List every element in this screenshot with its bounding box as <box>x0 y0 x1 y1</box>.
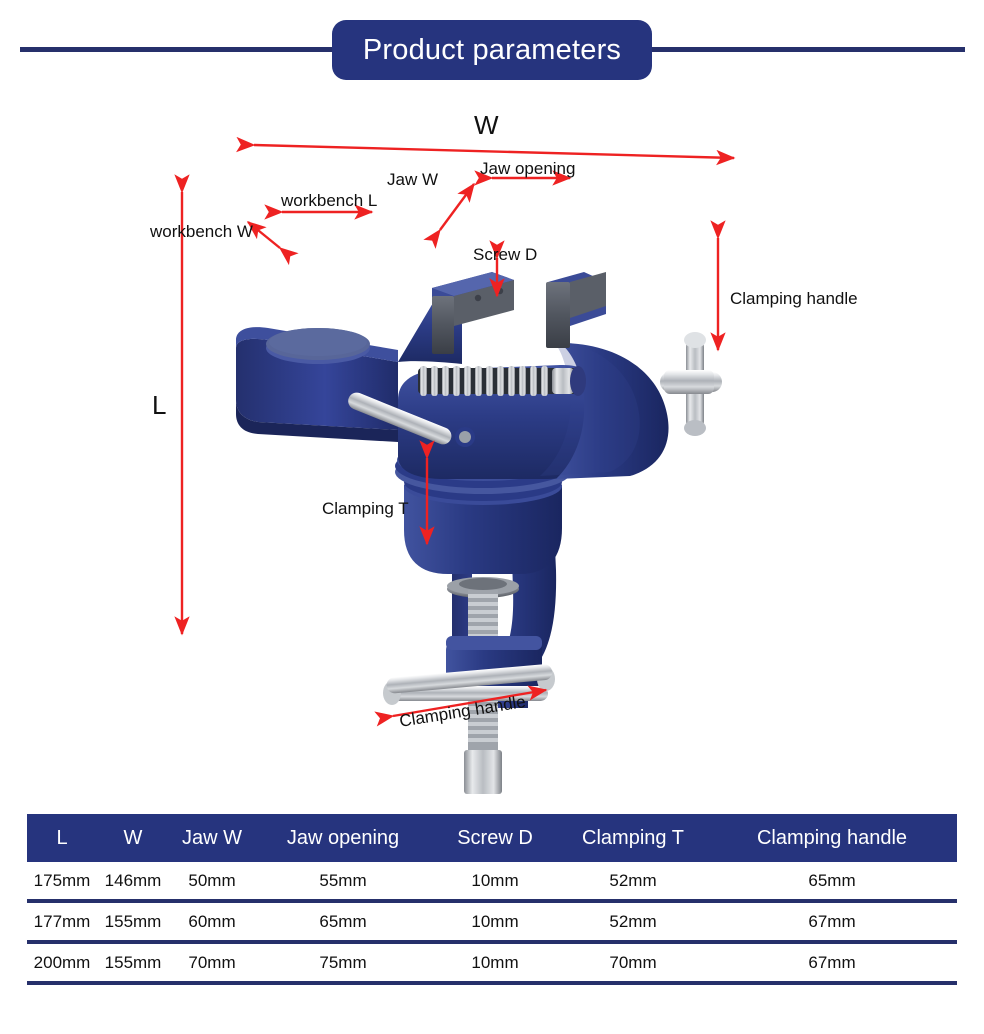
cell-screw-d: 10mm <box>431 862 559 903</box>
column-header-w: W <box>97 814 169 862</box>
cell-clamping-t: 70mm <box>559 942 707 985</box>
lead-screw <box>418 366 586 396</box>
arrow-workbench-w <box>246 221 299 266</box>
label-clamping-handle-right: Clamping handle <box>730 289 858 308</box>
cell-jaw-w: 70mm <box>169 942 255 985</box>
dimension-arrows <box>174 136 736 727</box>
label-jaw-w: Jaw W <box>387 170 438 189</box>
swivel-lock-lever <box>348 392 475 447</box>
table-row: 175mm 146mm 50mm 55mm 10mm 52mm 65mm <box>27 862 957 903</box>
column-header-jaw-opening: Jaw opening <box>255 814 431 862</box>
arrow-clamping-handle-bottom <box>374 685 548 727</box>
cell-w: 155mm <box>97 942 169 985</box>
cell-clamping-t: 52mm <box>559 862 707 903</box>
label-jaw-opening: Jaw opening <box>480 159 576 178</box>
cell-l: 177mm <box>27 901 97 944</box>
arrow-jaw-w <box>423 182 475 249</box>
table-header-row: L W Jaw W Jaw opening Screw D Clamping T… <box>27 814 957 862</box>
movable-jaw <box>432 272 514 354</box>
right-clamping-handle <box>660 332 722 436</box>
label-w: W <box>474 110 499 140</box>
page-title: Product parameters <box>362 33 622 66</box>
column-header-clamping-handle: Clamping handle <box>707 814 957 862</box>
specifications-table: L W Jaw W Jaw opening Screw D Clamping T… <box>27 814 957 985</box>
cell-clamping-t: 52mm <box>559 901 707 944</box>
vise-illustration <box>174 136 736 794</box>
label-screw-d: Screw D <box>473 245 538 264</box>
table-row: 177mm 155mm 60mm 65mm 10mm 52mm 67mm <box>27 901 957 944</box>
column-header-clamping-t: Clamping T <box>559 814 707 862</box>
cell-jaw-opening: 65mm <box>255 901 431 944</box>
cell-jaw-w: 50mm <box>169 862 255 903</box>
column-header-l: L <box>27 814 97 862</box>
table-row: 200mm 155mm 70mm 75mm 10mm 70mm 67mm <box>27 942 957 985</box>
cell-jaw-opening: 55mm <box>255 862 431 903</box>
column-header-jaw-w: Jaw W <box>169 814 255 862</box>
cell-l: 200mm <box>27 942 97 985</box>
cell-l: 175mm <box>27 862 97 903</box>
cell-clamping-handle: 65mm <box>707 862 957 903</box>
cell-jaw-w: 60mm <box>169 901 255 944</box>
page-header: Product parameters <box>0 0 984 100</box>
cell-screw-d: 10mm <box>431 942 559 985</box>
label-workbench-w: workbench W <box>150 222 253 241</box>
cell-w: 155mm <box>97 901 169 944</box>
column-header-screw-d: Screw D <box>431 814 559 862</box>
fixed-jaw <box>546 272 606 348</box>
label-workbench-l: workbench L <box>281 191 378 210</box>
page-title-pill: Product parameters <box>332 20 652 80</box>
cell-w: 146mm <box>97 862 169 903</box>
arrow-w <box>236 136 736 166</box>
cell-clamping-handle: 67mm <box>707 901 957 944</box>
label-clamping-t: Clamping T <box>322 499 409 518</box>
product-dimension-diagram: W L Jaw W Jaw opening workbench L workbe… <box>0 100 984 800</box>
cell-screw-d: 10mm <box>431 901 559 944</box>
cell-jaw-opening: 75mm <box>255 942 431 985</box>
label-l: L <box>152 390 167 420</box>
cell-clamping-handle: 67mm <box>707 942 957 985</box>
vise-graphic <box>236 272 722 794</box>
